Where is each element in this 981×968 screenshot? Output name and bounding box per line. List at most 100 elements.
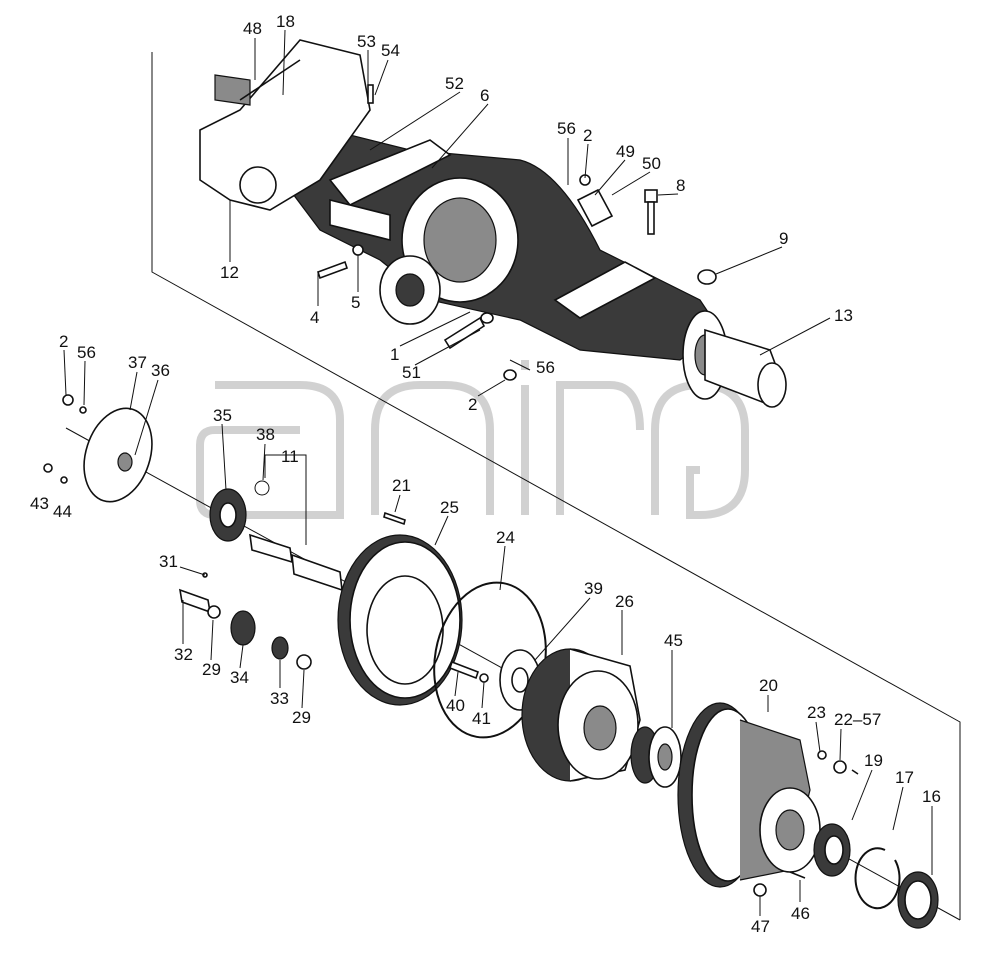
label-38: 38 <box>256 425 275 444</box>
upper-hardware <box>316 84 717 381</box>
leader-34 <box>239 644 244 669</box>
leader-56m <box>509 359 531 371</box>
leader-51 <box>414 329 481 366</box>
watermark-logo <box>196 360 749 519</box>
label-24: 24 <box>496 528 515 547</box>
leader-9 <box>715 246 783 275</box>
label-40: 40 <box>446 696 465 715</box>
lower-hardware <box>753 750 859 897</box>
label-32: 32 <box>174 645 193 664</box>
leader-18 <box>282 29 286 96</box>
label-50: 50 <box>642 154 661 173</box>
leader-35 <box>221 423 227 491</box>
leader-bracket-11 <box>264 454 307 545</box>
label-52: 52 <box>445 74 464 93</box>
label-29-b: 29 <box>292 708 311 727</box>
leader-2t <box>584 143 589 179</box>
leader-25 <box>434 515 449 546</box>
label-54: 54 <box>381 41 400 60</box>
label-51: 51 <box>402 363 421 382</box>
bearing-45 <box>630 726 682 788</box>
label-36: 36 <box>151 361 170 380</box>
label-37: 37 <box>128 353 147 372</box>
label-16: 16 <box>922 787 941 806</box>
label-43: 43 <box>30 494 49 513</box>
leader-lines <box>63 29 933 916</box>
label-56-top: 56 <box>557 119 576 138</box>
label-39: 39 <box>584 579 603 598</box>
label-56-mid: 56 <box>536 358 555 377</box>
label-5: 5 <box>351 293 360 312</box>
label-49: 49 <box>616 142 635 161</box>
planet-cover <box>43 394 153 503</box>
label-11: 11 <box>281 447 299 466</box>
leader-31 <box>179 566 206 576</box>
planet-carrier <box>337 534 463 706</box>
leader-29a <box>210 619 214 661</box>
label-29-a: 29 <box>202 660 221 679</box>
leader-49 <box>594 159 626 196</box>
label-1: 1 <box>390 345 399 364</box>
label-34: 34 <box>230 668 249 687</box>
leader-2l <box>63 349 67 396</box>
leader-6 <box>431 103 489 169</box>
label-26: 26 <box>615 592 634 611</box>
leader-37 <box>129 371 138 411</box>
hub-bearing-and-seals <box>813 823 939 929</box>
label-31: 31 <box>159 552 178 571</box>
label-56-left: 56 <box>77 343 96 362</box>
label-45: 45 <box>664 631 683 650</box>
leader-23 <box>815 721 821 753</box>
leader-21 <box>394 494 401 513</box>
label-41: 41 <box>472 709 491 728</box>
label-9: 9 <box>779 229 788 248</box>
leader-39 <box>534 597 591 661</box>
part-labels: 48 18 53 54 52 6 56 2 49 50 8 9 13 12 4 … <box>30 12 941 936</box>
leader-1 <box>399 311 471 347</box>
leader-2m <box>477 379 506 397</box>
leader-50 <box>611 171 651 196</box>
leader-17 <box>892 786 904 831</box>
label-46: 46 <box>791 904 810 923</box>
leader-24 <box>499 545 506 591</box>
label-2-left: 2 <box>59 332 68 351</box>
label-23: 23 <box>807 703 826 722</box>
label-2-top: 2 <box>583 126 592 145</box>
ring-gear <box>521 648 641 782</box>
label-13: 13 <box>834 306 853 325</box>
leader-13 <box>759 317 831 356</box>
label-53: 53 <box>357 32 376 51</box>
label-35: 35 <box>213 406 232 425</box>
label-21: 21 <box>392 476 411 495</box>
label-17: 17 <box>895 768 914 787</box>
leader-8 <box>657 193 679 196</box>
leader-54 <box>374 59 389 96</box>
sun-gear-and-shaft <box>209 480 406 592</box>
label-47: 47 <box>751 917 770 936</box>
label-19: 19 <box>864 751 883 770</box>
label-2-mid: 2 <box>468 395 477 414</box>
label-6: 6 <box>480 86 489 105</box>
leader-22 <box>839 728 842 761</box>
planet-gears <box>178 572 312 670</box>
label-22-57: 22–57 <box>834 710 881 729</box>
leader-40 <box>454 671 459 697</box>
label-44: 44 <box>53 502 72 521</box>
leader-52 <box>369 91 461 151</box>
leader-19 <box>851 769 873 821</box>
label-20: 20 <box>759 676 778 695</box>
label-25: 25 <box>440 498 459 517</box>
wheel-hub <box>677 702 821 888</box>
label-18: 18 <box>276 12 295 31</box>
label-8: 8 <box>676 176 685 195</box>
label-12: 12 <box>220 263 239 282</box>
label-33: 33 <box>270 689 289 708</box>
axle-housing <box>199 39 787 408</box>
leader-56l <box>83 360 86 406</box>
leader-29b <box>301 669 305 709</box>
label-4: 4 <box>310 308 319 327</box>
leader-36 <box>134 379 159 456</box>
leader-41 <box>481 681 485 709</box>
